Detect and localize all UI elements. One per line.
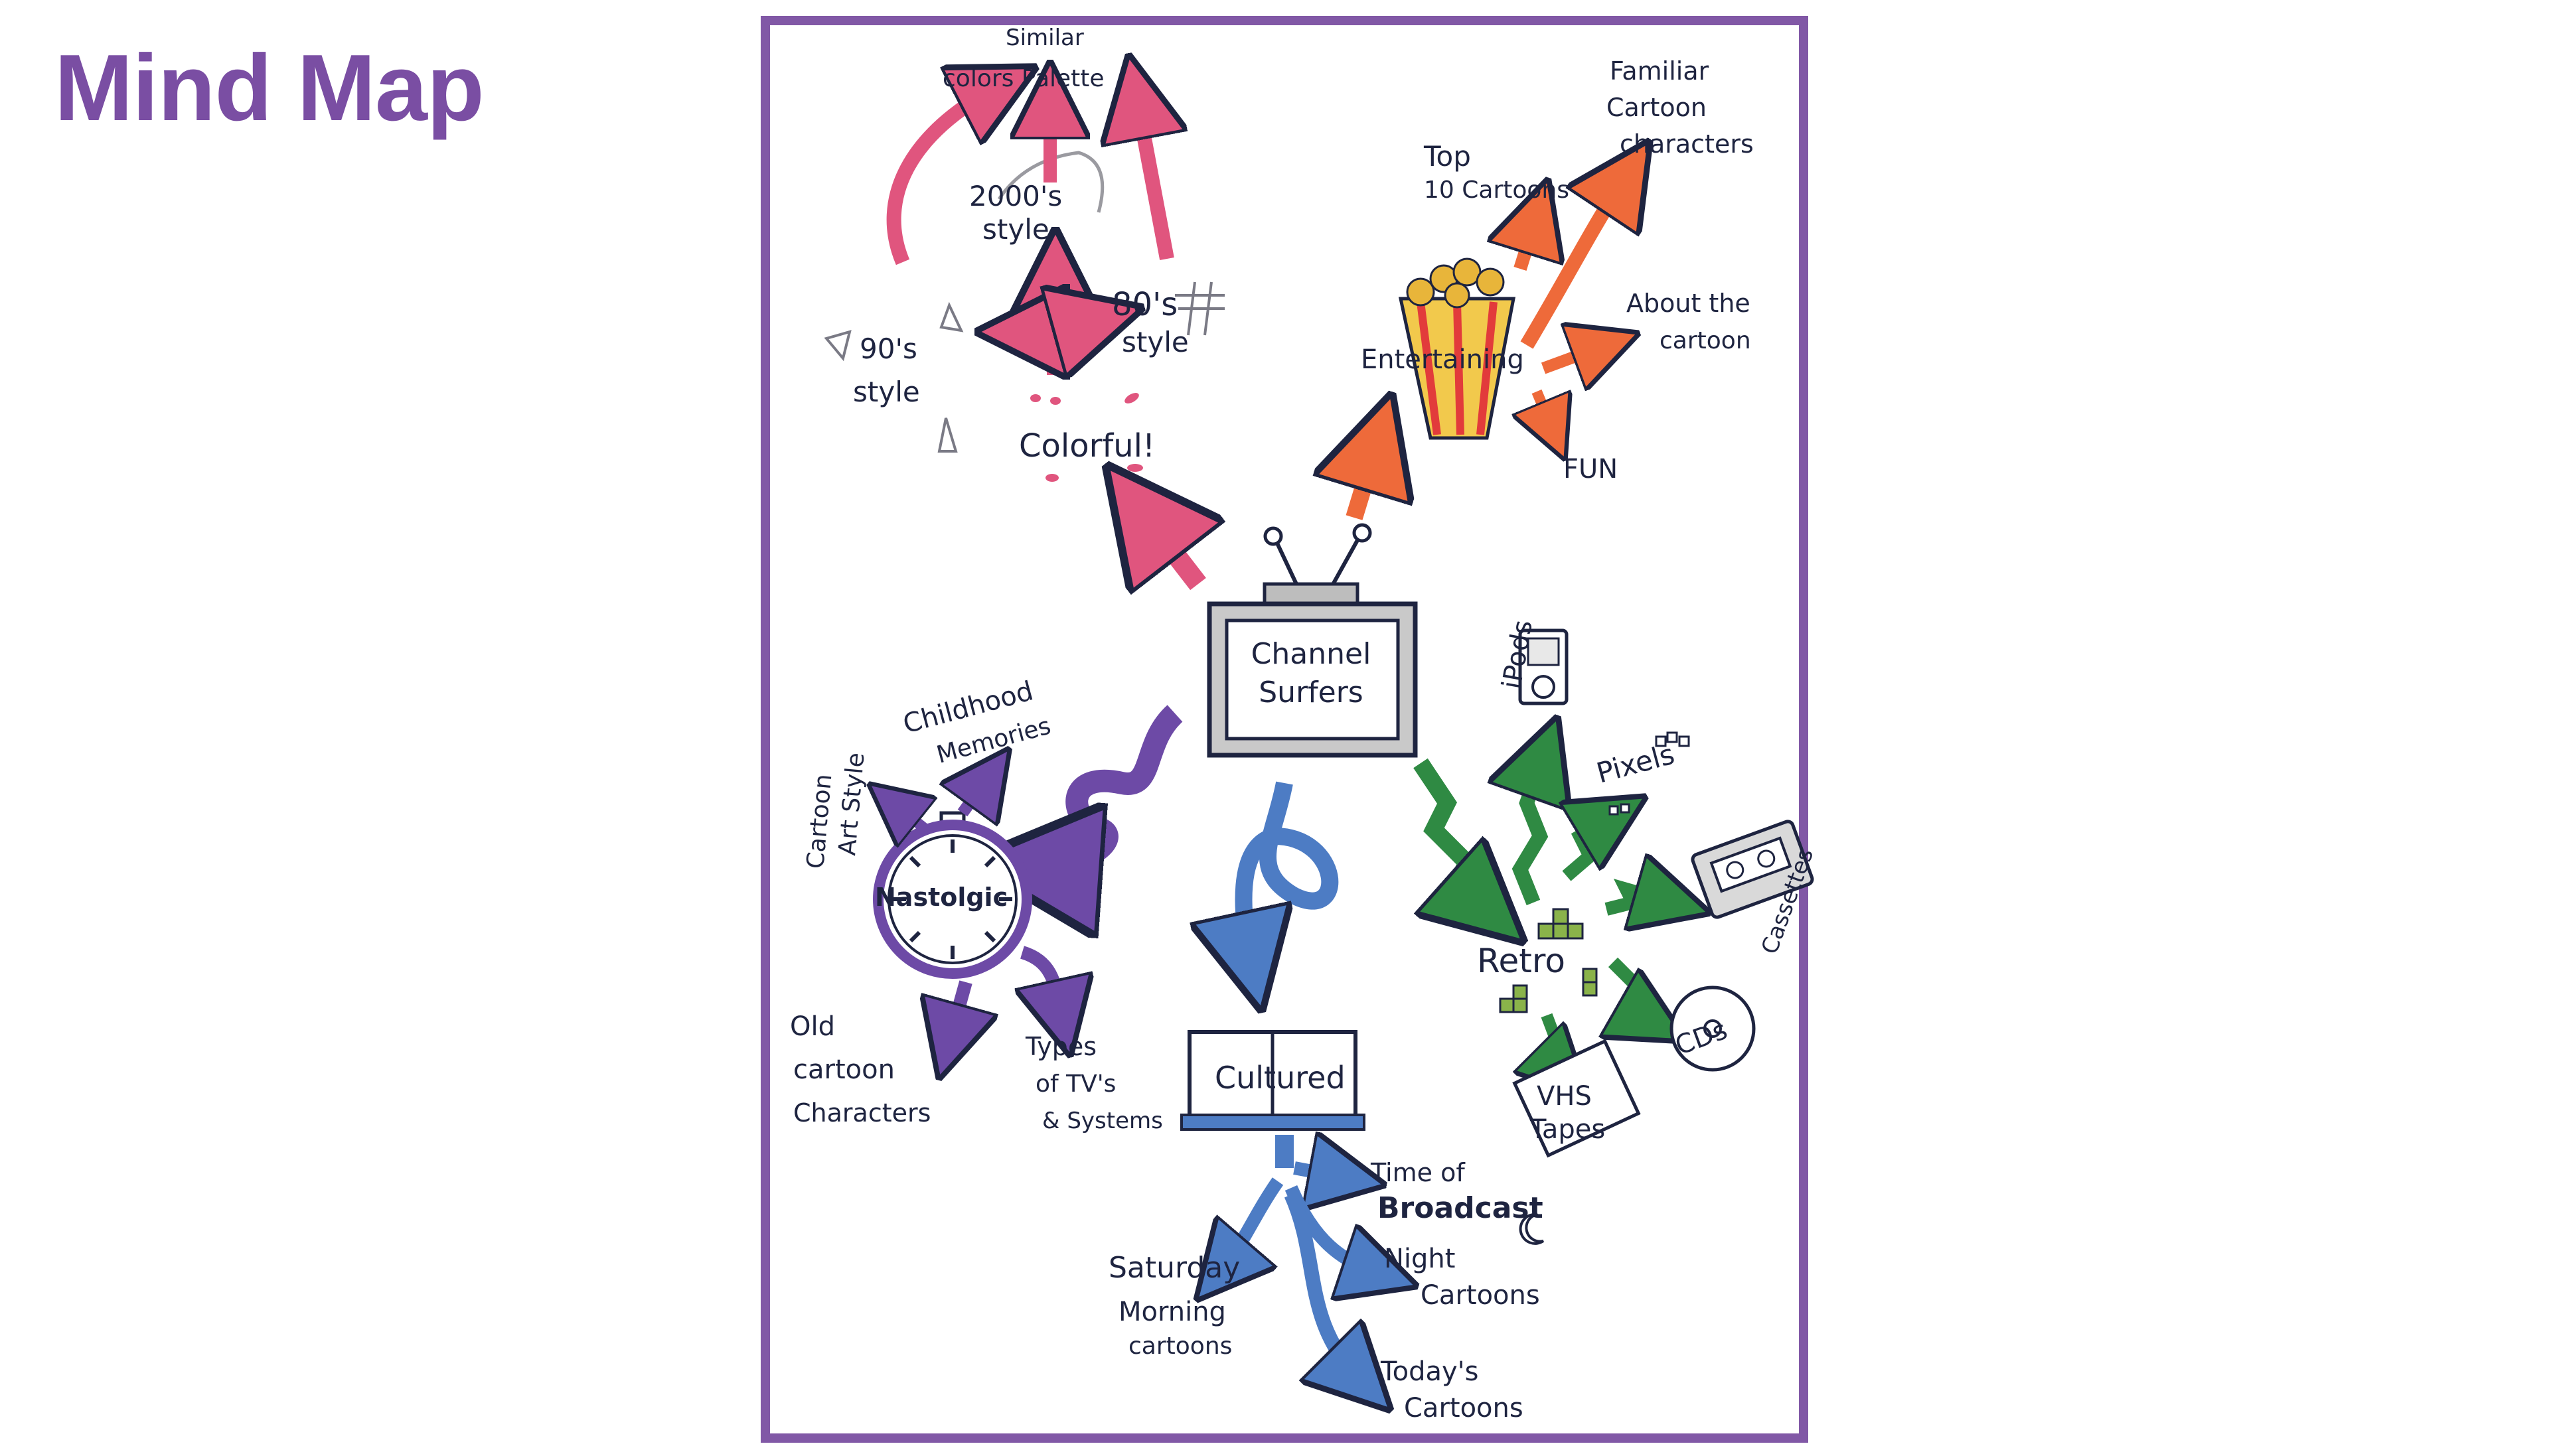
artstyle-line2: Art Style <box>834 751 870 856</box>
arrow-to-pixels <box>1567 816 1613 876</box>
old-chars-line2: cartoon <box>793 1055 895 1085</box>
arrow-to-ipods <box>1520 757 1543 903</box>
style-80-line1: 80's <box>1112 286 1178 323</box>
arrow-to-tv-types <box>1022 952 1062 1019</box>
night-line1: Night <box>1384 1244 1455 1274</box>
familiar-line1: Familiar <box>1610 56 1709 86</box>
palette-line1: Similar <box>1006 25 1084 51</box>
old-chars-line1: Old <box>790 1011 835 1042</box>
arrow-to-cultured <box>1244 783 1330 962</box>
familiar-line3: characters <box>1620 129 1754 159</box>
arrow-to-retro <box>1421 763 1487 909</box>
today-line2: Cartoons <box>1404 1393 1523 1423</box>
arrow-to-palette-right <box>1136 96 1167 259</box>
broadcast-line1: Time of <box>1370 1158 1466 1187</box>
retro-label: Retro <box>1477 942 1565 980</box>
branch-colorful: Colorful! 2000's style 80's style 90's s… <box>826 25 1225 584</box>
nostalgic-label: Nastolgic <box>875 883 1008 912</box>
broadcast-line2: Broadcast <box>1377 1191 1543 1225</box>
tv-types-line3: & Systems <box>1042 1108 1163 1134</box>
cultured-label: Cultured <box>1215 1060 1346 1096</box>
branch-retro: Retro iPods Pixels Cassettes <box>1421 618 1819 1155</box>
central-label-line1: Channel <box>1251 637 1371 671</box>
tv-types-line2: of TV's <box>1036 1070 1116 1098</box>
arrow-to-nostalgic <box>1036 713 1175 866</box>
arrow-to-fun <box>1537 392 1553 431</box>
arrow-to-cds <box>1613 962 1653 1022</box>
old-chars-line3: Characters <box>793 1098 931 1128</box>
style-80-line2: style <box>1122 326 1189 358</box>
tv-types-line1: Types <box>1025 1032 1097 1061</box>
style-90-line2: style <box>853 376 920 408</box>
arrow-to-old-chars <box>949 982 966 1042</box>
vhs-line2: Tapes <box>1529 1114 1605 1145</box>
arrow-to-top10 <box>1520 216 1537 269</box>
vhs-line1: VHS <box>1537 1081 1592 1112</box>
branch-entertaining: Entertaining Top 10 Cartoons Familiar Ca… <box>1354 56 1754 518</box>
arrow-to-today <box>1291 1195 1361 1380</box>
arrow-to-cassette <box>1606 889 1673 909</box>
arrow-to-entertaining <box>1354 441 1377 518</box>
fun-label: FUN <box>1563 454 1618 484</box>
arrow-to-childhood <box>963 776 989 813</box>
today-line1: Today's <box>1380 1356 1479 1387</box>
about-line2: cartoon <box>1660 327 1751 354</box>
saturday-line2: Morning <box>1119 1297 1226 1327</box>
about-line1: About the <box>1626 289 1750 318</box>
central-label-line2: Surfers <box>1259 676 1363 709</box>
arrow-to-artstyle <box>893 803 926 830</box>
style-2000-line2: style <box>982 213 1049 246</box>
style-2000-line1: 2000's <box>969 180 1062 212</box>
top10-line1: Top <box>1423 140 1471 173</box>
top10-line2: 10 Cartoons <box>1424 177 1569 204</box>
branch-cultured: Cultured Time of Broadcast Night Cartoon… <box>1109 783 1543 1423</box>
artstyle-line1: Cartoon <box>802 773 837 870</box>
saturday-line3: cartoons <box>1128 1333 1232 1360</box>
arrow-to-colorful <box>1142 511 1198 584</box>
entertaining-label: Entertaining <box>1361 344 1524 375</box>
colorful-label: Colorful! <box>1019 427 1155 465</box>
familiar-line2: Cartoon <box>1606 93 1707 122</box>
arrow-to-broadcast <box>1294 1168 1348 1178</box>
palette-line2: colors Palette <box>943 65 1105 92</box>
style-90-line1: 90's <box>860 332 917 365</box>
branch-nostalgic: Nastolgic Childhood Memories Cartoon Art… <box>790 676 1175 1134</box>
night-line2: Cartoons <box>1421 1280 1540 1311</box>
arrow-to-about <box>1543 345 1606 368</box>
central-tv-node: Channel Surfers <box>1209 525 1415 755</box>
saturday-line1: Saturday <box>1109 1251 1240 1285</box>
